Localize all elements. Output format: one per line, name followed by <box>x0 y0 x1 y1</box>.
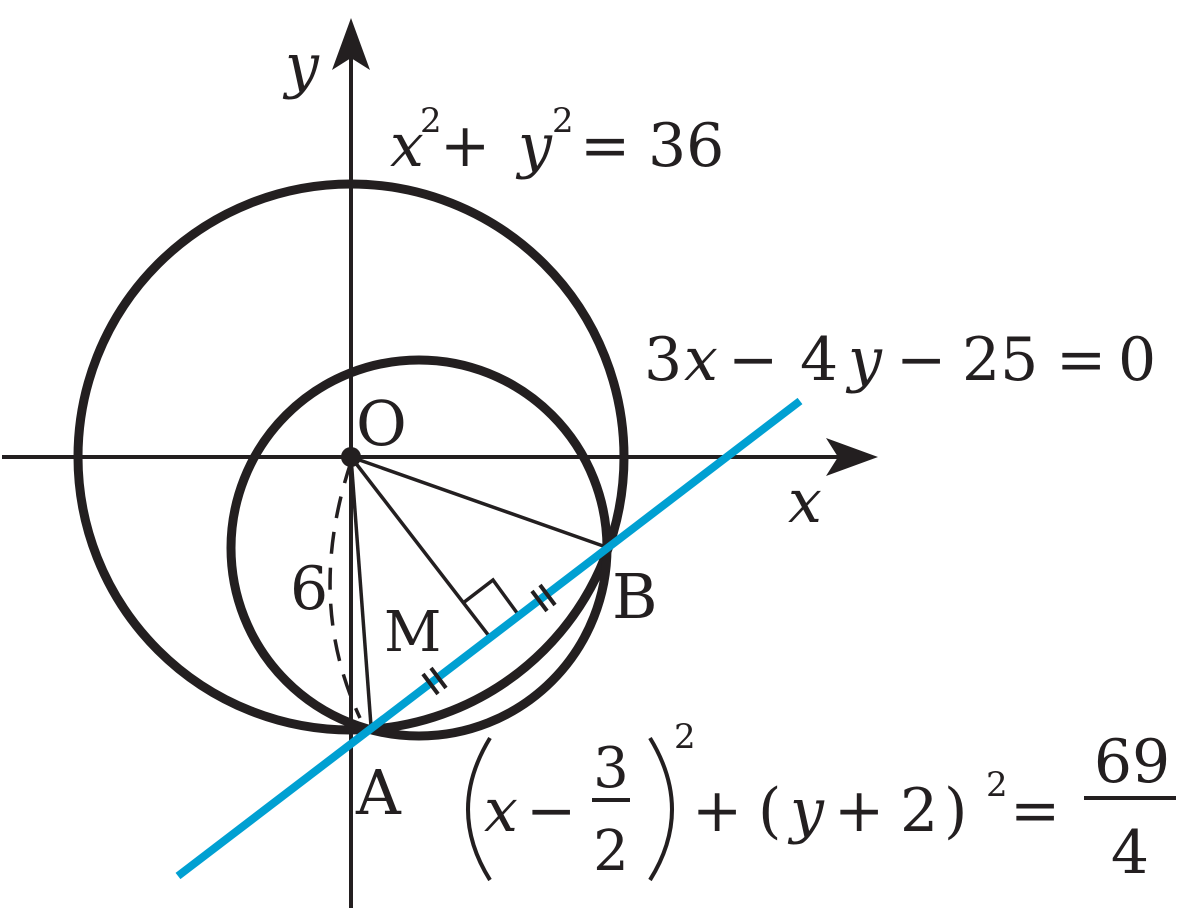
point-label-A: A <box>355 756 402 829</box>
right-angle-mark <box>461 577 522 619</box>
eq-line-equals: = <box>1056 325 1106 395</box>
eq-small-frac2-den: 4 <box>1111 818 1149 888</box>
eq-big-plus: + <box>440 111 490 181</box>
line-3x-4y-25 <box>175 397 803 880</box>
eq-small-frac1-num: 3 <box>593 736 629 801</box>
eq-small-lparen: ( <box>758 776 781 846</box>
point-label-M: M <box>384 600 441 665</box>
eq-line-x: x <box>684 325 718 395</box>
eq-big-exp2: 2 <box>552 101 574 141</box>
eq-line-a: 3 <box>644 325 682 395</box>
segments <box>349 455 607 727</box>
tick-mark-AM-2 <box>429 666 448 690</box>
eq-line-minus2: − <box>896 325 946 395</box>
eq-small-plus1: + <box>692 776 742 846</box>
eq-small-frac1-den: 2 <box>593 819 629 884</box>
equal-tick-marks <box>421 583 557 696</box>
eq-small-exp1: 2 <box>674 717 696 757</box>
eq-small-two: 2 <box>900 776 938 846</box>
eq-small-right-big-paren <box>648 736 674 882</box>
eq-small-frac2-num: 69 <box>1094 727 1170 797</box>
eq-small-x: x <box>484 776 518 846</box>
eq-small-minus: − <box>526 776 576 846</box>
equation-line: 3 x − 4 y − 25 = 0 <box>644 325 1156 395</box>
eq-big-equals: = <box>580 111 630 181</box>
equation-small-circle: x − 3 2 2 + ( y + 2 ) 2 = 69 4 <box>466 717 1176 888</box>
eq-small-y: y <box>787 776 825 846</box>
eq-small-exp2: 2 <box>986 765 1008 805</box>
eq-big-y: y <box>515 111 553 181</box>
tick-mark-MB-1 <box>530 589 549 613</box>
x-axis-label: x <box>788 467 822 537</box>
segment-OB <box>350 455 607 549</box>
tick-mark-AM-1 <box>421 672 440 696</box>
eq-small-rparen: ) <box>944 776 967 846</box>
eq-small-equals: = <box>1010 776 1060 846</box>
eq-big-exp1: 2 <box>420 101 442 141</box>
eq-big-rhs: 36 <box>648 111 724 181</box>
big-circle <box>73 179 629 735</box>
equation-big-circle: x 2 + y 2 = 36 <box>390 101 724 181</box>
eq-big-x: x <box>390 111 424 181</box>
eq-small-left-big-paren <box>466 736 492 882</box>
segment-OA <box>349 456 373 727</box>
x-axis-arrowhead <box>826 438 878 476</box>
tick-mark-MB-2 <box>538 583 557 607</box>
point-label-B: B <box>612 560 658 633</box>
origin-label: O <box>356 387 407 460</box>
radius-label: 6 <box>290 554 328 624</box>
eq-line-minus1: − <box>728 325 778 395</box>
y-axis-label: y <box>282 31 320 101</box>
eq-small-plus2: + <box>834 776 884 846</box>
eq-line-c: 25 <box>962 325 1038 395</box>
eq-line-b: 4 <box>800 325 838 395</box>
origin-dot <box>341 447 361 467</box>
y-axis-arrowhead <box>332 18 370 70</box>
segment-OM <box>349 455 491 638</box>
eq-line-rhs: 0 <box>1118 325 1156 395</box>
radius-dashed-arc <box>328 461 362 719</box>
eq-line-y: y <box>845 325 883 395</box>
